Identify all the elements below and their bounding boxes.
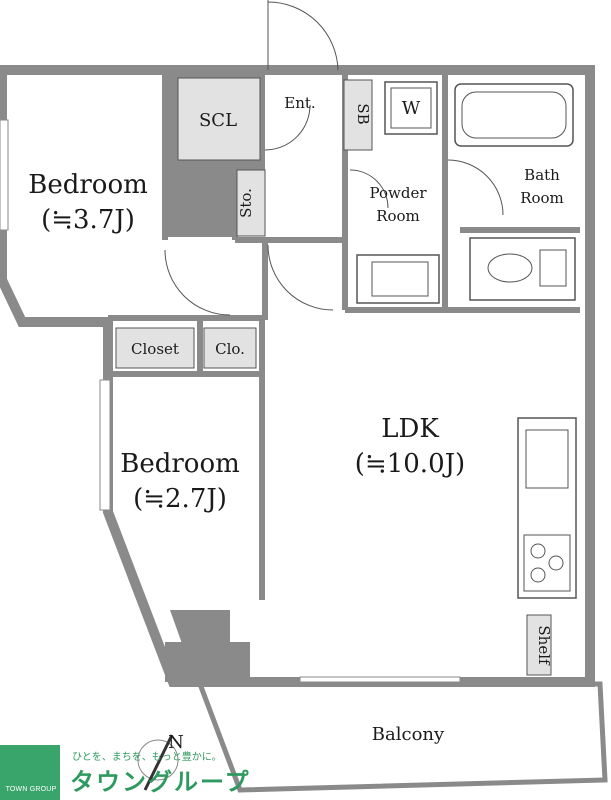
powder-room-label-1: Powder bbox=[369, 184, 427, 202]
kitchen-sink bbox=[525, 429, 569, 489]
closet-label: Closet bbox=[131, 340, 179, 358]
shelf-label: Shelf bbox=[535, 625, 553, 666]
clo-area bbox=[203, 327, 257, 369]
compass-icon bbox=[137, 734, 179, 791]
ldk-name: LDK bbox=[381, 414, 439, 444]
logo-tree-icon bbox=[0, 745, 60, 800]
scl-label: SCL bbox=[199, 110, 237, 131]
closet-area bbox=[115, 327, 195, 369]
bedroom2-name: Bedroom bbox=[120, 449, 240, 479]
entrance-label: Ent. bbox=[284, 94, 315, 112]
ldk-size: (≒10.0J) bbox=[355, 449, 465, 479]
logo-tagline: ひとを、まちを、もっと豊かに。 bbox=[72, 752, 222, 763]
logo-small-text: TOWN GROUP bbox=[5, 786, 57, 793]
stove-icon bbox=[523, 534, 571, 592]
washer-area bbox=[384, 81, 438, 135]
sb-area bbox=[343, 79, 373, 151]
bedroom1-size: (≒3.7J) bbox=[41, 205, 135, 235]
compass-north-label: N bbox=[168, 732, 184, 753]
wall-block bbox=[170, 610, 230, 680]
bedroom1-name: Bedroom bbox=[28, 170, 148, 200]
bath-room-label-1: Bath bbox=[524, 166, 560, 184]
scl-area bbox=[177, 77, 261, 161]
balcony-outline bbox=[196, 681, 608, 793]
bath-room-label-2: Room bbox=[520, 189, 564, 207]
shelf-area bbox=[526, 614, 552, 676]
clo-label: Clo. bbox=[215, 340, 245, 358]
storage-area bbox=[236, 169, 266, 237]
bedroom2-size: (≒2.7J) bbox=[133, 484, 227, 514]
washbasin bbox=[356, 254, 440, 304]
logo-name: タウングループ bbox=[70, 768, 251, 796]
windows bbox=[0, 119, 461, 686]
door-swings bbox=[164, 0, 504, 316]
sb-label: SB bbox=[354, 103, 372, 124]
kitchen-counter bbox=[517, 417, 577, 599]
bathtub bbox=[454, 83, 574, 147]
powder-room-label-2: Room bbox=[376, 207, 420, 225]
toilet bbox=[469, 237, 576, 301]
storage-label: Sto. bbox=[237, 188, 255, 218]
exterior-wall bbox=[0, 65, 595, 687]
balcony-label: Balcony bbox=[372, 724, 445, 745]
washer-label: W bbox=[402, 98, 421, 119]
